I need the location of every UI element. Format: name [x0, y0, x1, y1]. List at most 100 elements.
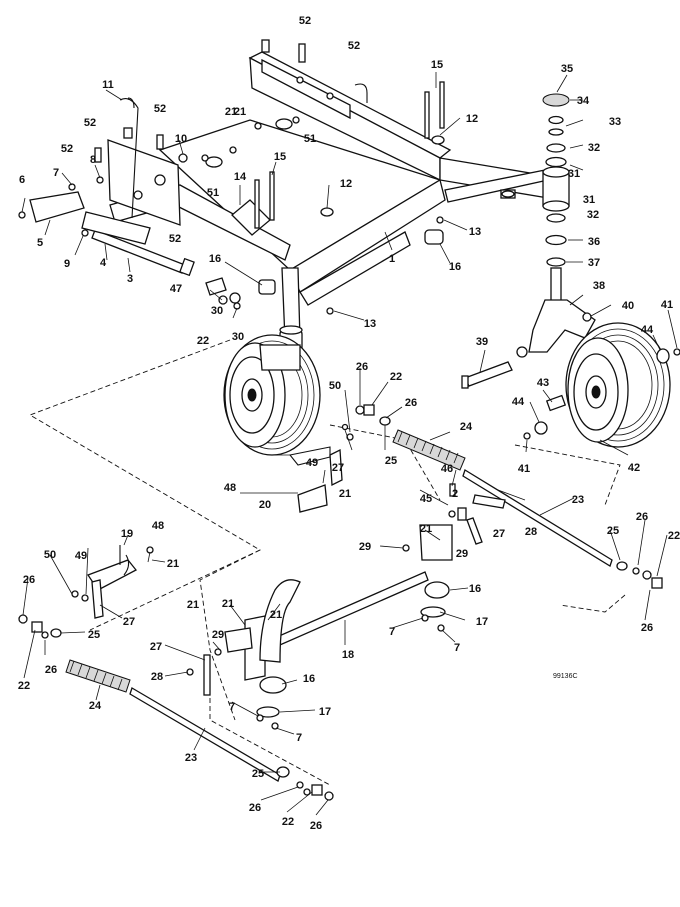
callout-42: 42: [628, 462, 640, 474]
middle-linkage: [289, 404, 663, 589]
callout-50: 50: [44, 549, 56, 561]
callout-24: 24: [460, 421, 473, 433]
callout-7: 7: [454, 642, 460, 654]
callout-40: 40: [622, 300, 634, 312]
callout-38: 38: [593, 280, 605, 292]
callout-15: 15: [274, 151, 286, 163]
callout-22: 22: [668, 530, 680, 542]
callout-52: 52: [61, 143, 73, 155]
callout-34: 34: [577, 95, 590, 107]
callout-7: 7: [229, 701, 235, 713]
callout-33: 33: [609, 116, 621, 128]
callout-29: 29: [359, 541, 371, 553]
callout-22: 22: [282, 816, 294, 828]
callout-23: 23: [185, 752, 197, 764]
callout-25: 25: [252, 768, 264, 780]
diagram-code: 99136C: [553, 673, 578, 680]
callout-leaders: [21, 72, 678, 816]
callout-23: 23: [572, 494, 584, 506]
callout-17: 17: [476, 616, 488, 628]
callout-22: 22: [197, 335, 209, 347]
callout-13: 13: [364, 318, 376, 330]
callout-9: 9: [64, 258, 70, 270]
callout-49: 49: [75, 550, 87, 562]
callout-16: 16: [209, 253, 221, 265]
callout-52: 52: [84, 117, 96, 129]
axle-bolt: [461, 361, 513, 389]
callout-22: 22: [390, 371, 402, 383]
callout-10: 10: [175, 133, 187, 145]
callout-41: 41: [518, 463, 530, 475]
callout-36: 36: [588, 236, 600, 248]
callout-21: 21: [234, 106, 246, 118]
callout-6: 6: [19, 174, 25, 186]
callout-1: 1: [389, 253, 395, 265]
callout-21: 21: [225, 106, 237, 118]
callout-11: 11: [102, 79, 114, 91]
callout-50: 50: [329, 380, 341, 392]
callout-41: 41: [661, 299, 673, 311]
callout-26: 26: [405, 397, 417, 409]
callout-17: 17: [319, 706, 331, 718]
callout-12: 12: [466, 113, 478, 125]
callout-29: 29: [456, 548, 468, 560]
callout-28: 28: [151, 671, 163, 683]
callout-2: 2: [452, 488, 458, 500]
callout-4: 4: [100, 257, 107, 269]
callout-21: 21: [420, 523, 432, 535]
callout-21: 21: [270, 609, 282, 621]
callout-13: 13: [469, 226, 481, 238]
callout-29: 29: [212, 629, 224, 641]
callout-25: 25: [385, 455, 397, 467]
caster-stack: [516, 93, 596, 358]
callout-27: 27: [150, 641, 162, 653]
callout-31: 31: [568, 168, 580, 180]
callout-51: 51: [207, 187, 219, 199]
dashed-assembly-lines: [28, 339, 626, 786]
callout-52: 52: [154, 103, 166, 115]
callout-20: 20: [259, 499, 271, 511]
callout-19: 19: [121, 528, 133, 540]
callout-51: 51: [304, 133, 316, 145]
callout-46: 46: [441, 463, 453, 475]
callout-16: 16: [449, 261, 461, 273]
callout-43: 43: [537, 377, 549, 389]
callout-52: 52: [169, 233, 181, 245]
callout-52: 52: [348, 40, 360, 52]
callout-48: 48: [152, 520, 164, 532]
callout-26: 26: [23, 574, 35, 586]
callout-44: 44: [641, 324, 654, 336]
callout-44: 44: [512, 396, 525, 408]
callout-32: 32: [587, 209, 599, 221]
callout-15: 15: [431, 59, 443, 71]
callout-22: 22: [18, 680, 30, 692]
callout-25: 25: [607, 525, 619, 537]
callout-27: 27: [493, 528, 505, 540]
right-rear-wheel: [565, 322, 671, 448]
callout-26: 26: [641, 622, 653, 634]
callout-26: 26: [310, 820, 322, 832]
callout-24: 24: [89, 700, 102, 712]
callout-48: 48: [224, 482, 236, 494]
callout-21: 21: [222, 598, 234, 610]
callout-39: 39: [476, 336, 488, 348]
callout-14: 14: [234, 171, 247, 183]
callout-7: 7: [389, 626, 395, 638]
callout-25: 25: [88, 629, 100, 641]
callout-26: 26: [249, 802, 261, 814]
callout-21: 21: [339, 488, 351, 500]
callout-47: 47: [170, 283, 182, 295]
callout-21: 21: [167, 558, 179, 570]
callout-30: 30: [211, 305, 223, 317]
callout-16: 16: [303, 673, 315, 685]
callout-26: 26: [45, 664, 57, 676]
callout-28: 28: [525, 526, 537, 538]
callout-26: 26: [356, 361, 368, 373]
callout-52: 52: [299, 15, 311, 27]
callout-5: 5: [37, 237, 43, 249]
callout-21: 21: [187, 599, 199, 611]
callout-18: 18: [342, 649, 354, 661]
callout-35: 35: [561, 63, 573, 75]
